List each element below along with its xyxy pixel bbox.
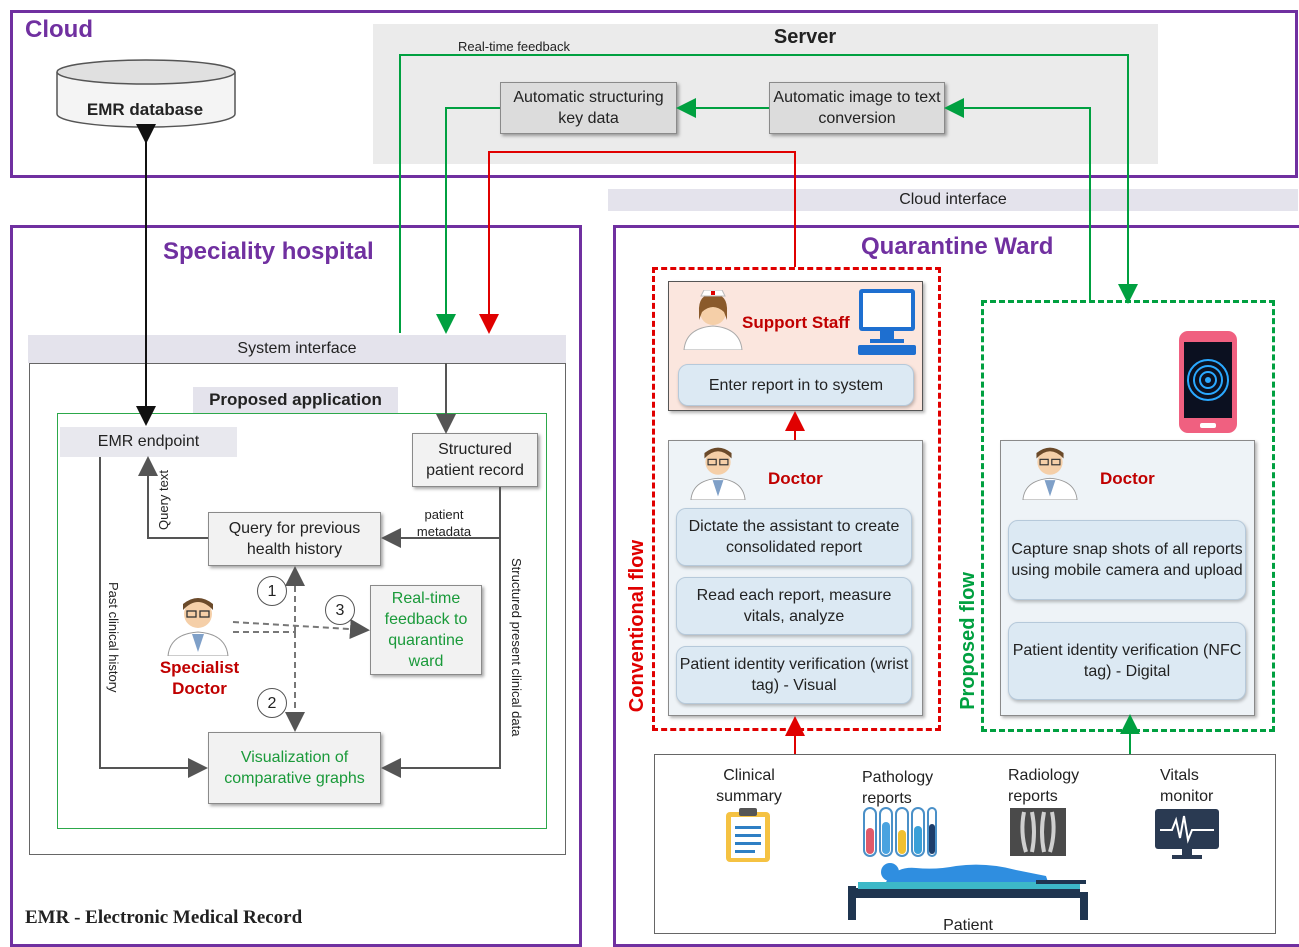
conventional-flow-label: Conventional flow	[626, 540, 648, 713]
proposed-flow-label: Proposed flow	[957, 572, 979, 710]
realtime-feedback-box: Real-time feedback to quarantine ward	[370, 585, 482, 675]
read-report-box: Read each report, measure vitals, analyz…	[676, 577, 912, 635]
pathology-reports-label: Pathology reports	[862, 769, 934, 807]
clipboard-icon	[726, 808, 770, 862]
proposed-application-frame	[57, 413, 547, 829]
patient-metadata-label: patient metadata	[416, 507, 472, 539]
specialist-doctor-label: Specialist Doctor	[159, 658, 240, 698]
cloud-title: Cloud	[25, 16, 93, 43]
emr-endpoint-box: EMR endpoint	[60, 427, 237, 457]
emr-database-label: EMR database	[86, 100, 204, 119]
dictate-box: Dictate the assistant to create consolid…	[676, 508, 912, 566]
past-clinical-history-label: Past clinical history	[106, 582, 121, 693]
hospital-title: Speciality hospital	[163, 238, 374, 265]
enter-report-box: Enter report in to system	[678, 364, 914, 406]
realtime-feedback-label: Real-time feedback	[458, 39, 570, 54]
doctor-prop-label: Doctor	[1100, 469, 1155, 488]
capture-box: Capture snap shots of all reports using …	[1008, 520, 1246, 600]
proposed-application-label: Proposed application	[193, 387, 398, 413]
structured-record-box: Structured patient record	[412, 433, 538, 487]
visualization-box: Visualization of comparative graphs	[208, 732, 381, 804]
structuring-box: Automatic structuring key data	[500, 82, 677, 134]
step-2-badge: 2	[257, 688, 287, 718]
wrist-tag-box: Patient identity verification (wrist tag…	[676, 646, 912, 704]
doctor-icon	[167, 598, 229, 656]
doctor-conv-label: Doctor	[768, 469, 823, 488]
radiology-reports-label: Radiology reports	[1008, 767, 1080, 805]
system-interface-frame	[29, 363, 566, 855]
footnote: EMR - Electronic Medical Record	[25, 907, 303, 928]
cloud-interface-bar: Cloud interface	[608, 189, 1298, 211]
nfc-tag-box: Patient identity verification (NFC tag) …	[1008, 622, 1246, 700]
test-tubes-icon	[863, 807, 937, 857]
patient-label: Patient	[943, 917, 993, 934]
hospital-region	[10, 225, 582, 947]
image-to-text-box: Automatic image to text conversion	[769, 82, 945, 134]
smartphone-icon	[1179, 331, 1237, 433]
vitals-monitor-label: Vitals monitor	[1160, 767, 1214, 805]
support-staff-label: Support Staff	[742, 313, 850, 332]
query-previous-box: Query for previous health history	[208, 512, 381, 566]
ward-title: Quarantine Ward	[861, 233, 1054, 260]
doctor-icon	[1022, 447, 1078, 500]
computer-icon	[858, 289, 916, 355]
step-1-badge: 1	[257, 576, 287, 606]
patient-bed-icon	[848, 863, 1088, 920]
system-interface-bar: System interface	[28, 335, 566, 363]
database-icon	[56, 59, 236, 128]
step-3-badge: 3	[325, 595, 355, 625]
doctor-icon	[690, 447, 746, 500]
clinical-summary-label: Clinical summary	[716, 767, 782, 805]
patient-area	[654, 754, 1276, 934]
structured-present-label: Structured present clinical data	[509, 558, 524, 737]
nurse-icon	[683, 290, 743, 350]
query-text-label: Query text	[156, 470, 171, 530]
xray-icon	[1010, 808, 1066, 856]
server-title: Server	[773, 26, 837, 48]
vitals-monitor-icon	[1155, 809, 1219, 859]
